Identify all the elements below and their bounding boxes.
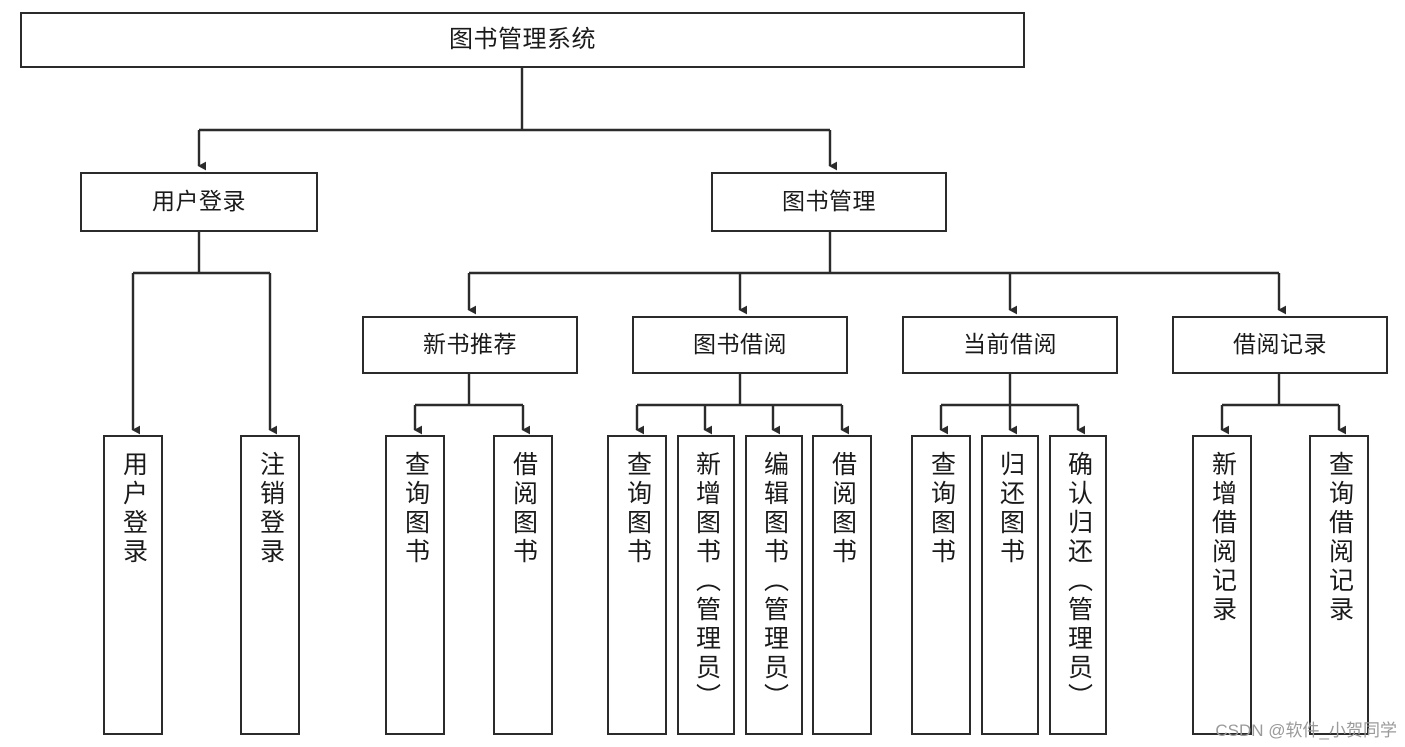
node-leaf-borrow-book-2[interactable]: 借阅图书: [812, 435, 872, 735]
node-leaf-query-book-1-label: 查询图书: [401, 451, 430, 567]
node-leaf-edit-book[interactable]: 编辑图书（管理员）: [745, 435, 803, 735]
node-new-book-recommend-label: 新书推荐: [423, 331, 517, 358]
node-new-book-recommend[interactable]: 新书推荐: [362, 316, 578, 374]
node-leaf-edit-book-label: 编辑图书（管理员）: [760, 451, 789, 712]
node-current-borrow-label: 当前借阅: [963, 331, 1057, 358]
node-user-login[interactable]: 用户登录: [80, 172, 318, 232]
node-leaf-query-book-3-label: 查询图书: [927, 451, 956, 567]
node-leaf-borrow-book-2-label: 借阅图书: [828, 451, 857, 567]
node-leaf-borrow-book-1-label: 借阅图书: [509, 451, 538, 567]
node-leaf-query-record[interactable]: 查询借阅记录: [1309, 435, 1369, 735]
node-book-manage[interactable]: 图书管理: [711, 172, 947, 232]
node-borrow-record[interactable]: 借阅记录: [1172, 316, 1388, 374]
node-leaf-query-book-1[interactable]: 查询图书: [385, 435, 445, 735]
node-leaf-add-book-label: 新增图书（管理员）: [692, 451, 721, 712]
node-leaf-add-record[interactable]: 新增借阅记录: [1192, 435, 1252, 735]
node-current-borrow[interactable]: 当前借阅: [902, 316, 1118, 374]
node-leaf-return-book[interactable]: 归还图书: [981, 435, 1039, 735]
node-leaf-return-book-label: 归还图书: [996, 451, 1025, 567]
node-leaf-query-book-3[interactable]: 查询图书: [911, 435, 971, 735]
node-root-label: 图书管理系统: [449, 25, 596, 53]
node-leaf-confirm-return[interactable]: 确认归还（管理员）: [1049, 435, 1107, 735]
node-book-borrow[interactable]: 图书借阅: [632, 316, 848, 374]
node-borrow-record-label: 借阅记录: [1233, 331, 1327, 358]
node-leaf-query-record-label: 查询借阅记录: [1325, 451, 1354, 625]
node-root[interactable]: 图书管理系统: [20, 12, 1025, 68]
node-leaf-user-login-label: 用户登录: [119, 451, 148, 567]
node-leaf-confirm-return-label: 确认归还（管理员）: [1064, 451, 1093, 712]
node-leaf-add-record-label: 新增借阅记录: [1208, 451, 1237, 625]
node-leaf-user-logout-label: 注销登录: [256, 451, 285, 567]
node-book-manage-label: 图书管理: [782, 188, 876, 215]
node-leaf-query-book-2-label: 查询图书: [623, 451, 652, 567]
node-leaf-borrow-book-1[interactable]: 借阅图书: [493, 435, 553, 735]
node-leaf-user-logout[interactable]: 注销登录: [240, 435, 300, 735]
node-leaf-add-book[interactable]: 新增图书（管理员）: [677, 435, 735, 735]
node-leaf-user-login[interactable]: 用户登录: [103, 435, 163, 735]
node-user-login-label: 用户登录: [152, 188, 246, 215]
node-book-borrow-label: 图书借阅: [693, 331, 787, 358]
node-leaf-query-book-2[interactable]: 查询图书: [607, 435, 667, 735]
watermark-text: CSDN @软件_小贺同学: [1215, 721, 1397, 740]
